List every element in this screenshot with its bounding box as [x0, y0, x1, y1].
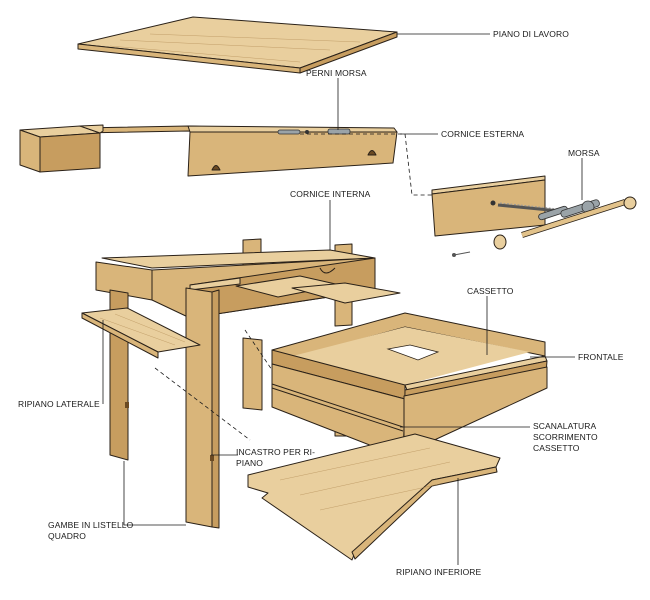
label-cassetto: CASSETTO — [467, 286, 514, 296]
label-perni-morsa: PERNI MORSA — [306, 68, 367, 78]
label-piano-di-lavoro: PIANO DI LAVORO — [493, 29, 569, 39]
label-cornice-interna: CORNICE INTERNA — [290, 189, 371, 199]
label-ripiano-inferiore: RIPIANO INFERIORE — [396, 567, 482, 577]
label-incastro-line2: PIANO — [236, 458, 263, 468]
cornice-interna-part — [95, 238, 376, 529]
leader-lines — [102, 33, 583, 565]
label-incastro-line1: INCASTRO PER RI- — [236, 447, 315, 457]
cornice-esterna-part — [19, 124, 398, 177]
cassetto-part — [271, 312, 548, 459]
label-gambe-line2: QUADRO — [48, 531, 86, 541]
label-frontale: FRONTALE — [578, 352, 624, 362]
callout-labels: PIANO DI LAVORO PERNI MORSA CORNICE ESTE… — [18, 29, 624, 577]
label-scanalatura-line1: SCANALATURA — [533, 421, 597, 431]
label-cornice-esterna: CORNICE ESTERNA — [441, 129, 524, 139]
ripiano-inferiore-part — [247, 433, 501, 561]
label-gambe-line1: GAMBE IN LISTELLO — [48, 520, 134, 530]
label-scanalatura-line3: CASSETTO — [533, 443, 580, 453]
label-ripiano-laterale: RIPIANO LATERALE — [18, 399, 100, 409]
assembly-guide-lines — [154, 133, 432, 441]
morsa-part — [431, 175, 637, 257]
label-morsa: MORSA — [568, 148, 600, 158]
label-scanalatura-line2: SCORRIMENTO — [533, 432, 598, 442]
piano-di-lavoro-part — [77, 16, 398, 74]
ripiano-laterale-part — [81, 282, 401, 359]
